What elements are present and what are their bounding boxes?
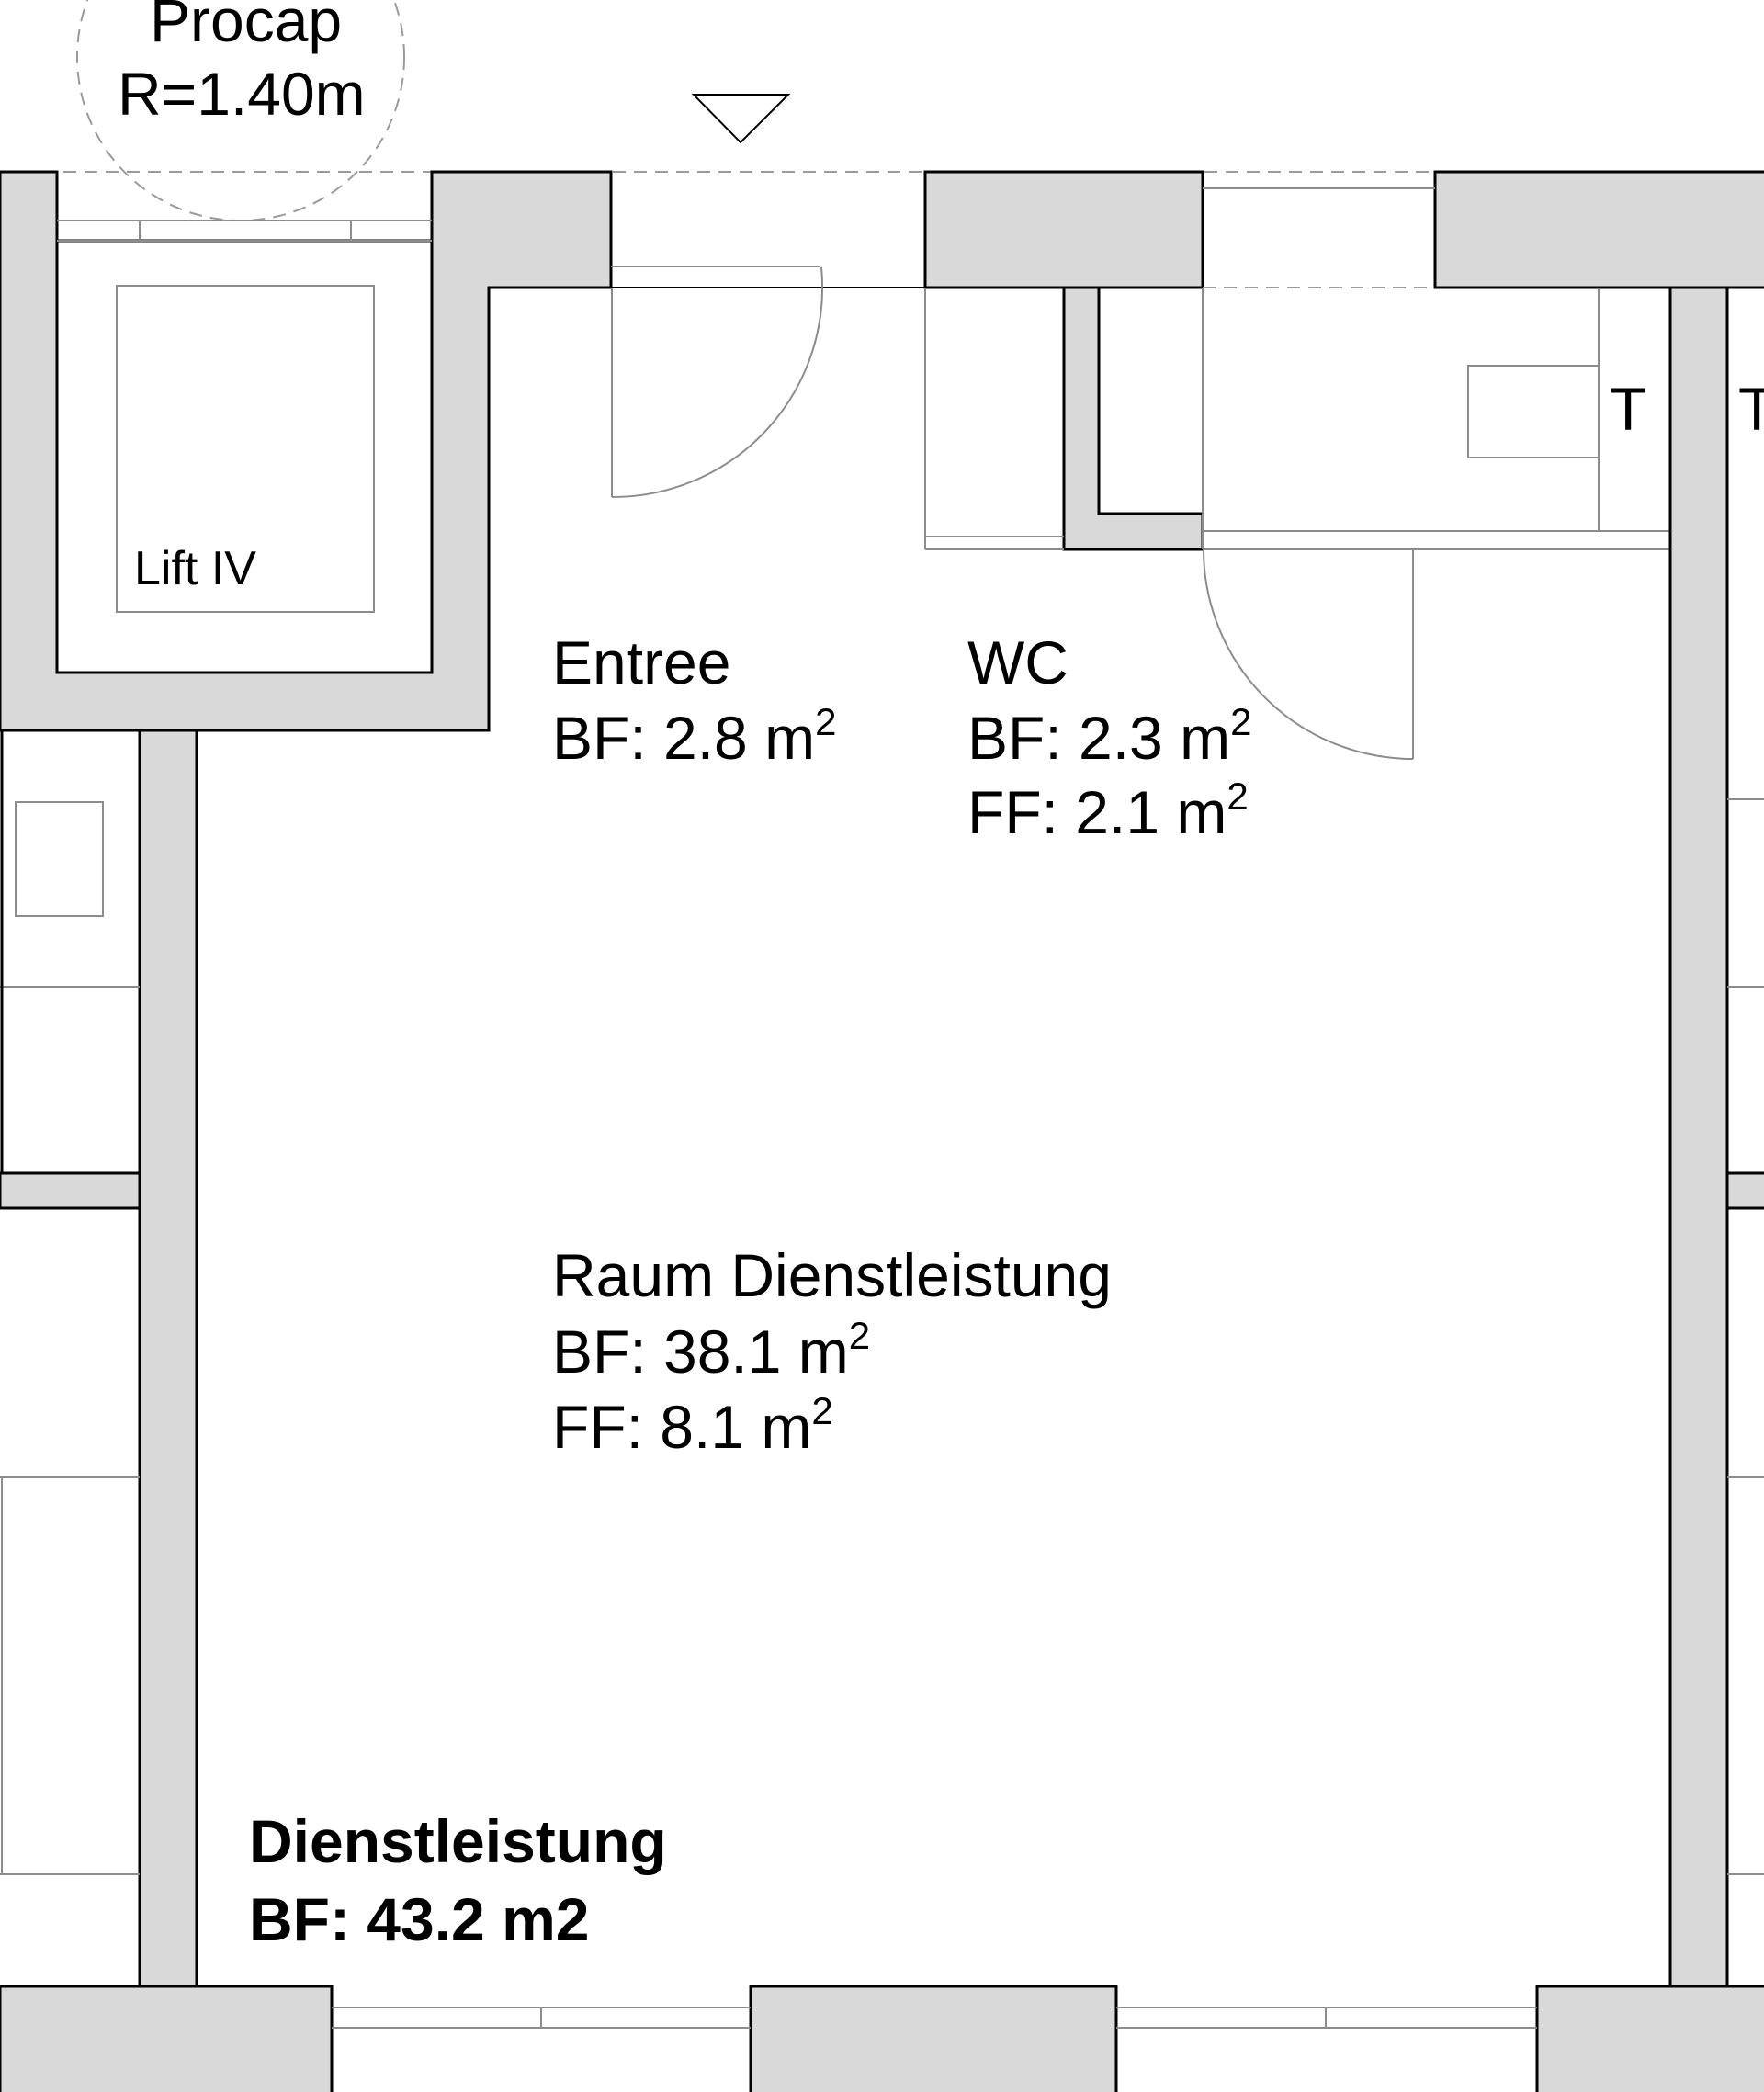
t-marker-right: T	[1738, 375, 1764, 443]
wc-name: WC	[967, 628, 1069, 696]
lift-cabin	[116, 285, 375, 613]
wc-ff: FF: 2.1 m2	[967, 775, 1249, 846]
wash-basin	[1467, 365, 1600, 458]
wall-right	[1668, 286, 1729, 1988]
wall-bottom-right	[1535, 1985, 1764, 2092]
neighbour-fixture	[15, 801, 104, 917]
wall-left-partition	[138, 729, 198, 1988]
t-marker-left: T	[1610, 375, 1646, 443]
wall-bottom-left	[0, 1985, 334, 2092]
raum-bf: BF: 38.1 m2	[552, 1314, 870, 1385]
lift-shaft	[55, 239, 434, 674]
entry-door-swing	[611, 266, 824, 499]
entree-name: Entree	[552, 628, 730, 696]
wc-door-swing	[1203, 548, 1414, 760]
wc-inner-wall	[1062, 286, 1204, 551]
neighbour-wall-right	[1725, 1171, 1764, 1210]
raum-ff: FF: 8.1 m2	[552, 1389, 833, 1461]
wc-bf: BF: 2.3 m2	[967, 700, 1251, 772]
unit-bf: BF: 43.2 m2	[249, 1885, 589, 1953]
wall-top-right	[1433, 170, 1764, 289]
unit-name: Dienstleistung	[249, 1807, 667, 1875]
wall-top-middle	[923, 170, 1204, 289]
neighbour-wall-left	[0, 1171, 141, 1210]
procap-name: Procap	[150, 0, 342, 54]
entree-bf: BF: 2.8 m2	[552, 700, 836, 772]
lift-label: Lift IV	[134, 542, 256, 595]
entrance-marker	[691, 94, 791, 144]
wall-bottom-middle	[749, 1985, 1118, 2092]
procap-radius: R=1.40m	[118, 60, 366, 128]
raum-name: Raum Dienstleistung	[552, 1241, 1112, 1309]
